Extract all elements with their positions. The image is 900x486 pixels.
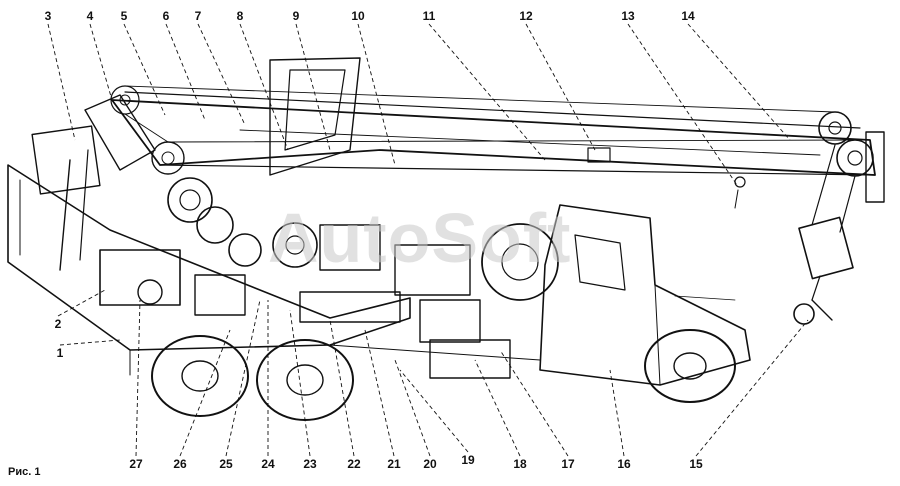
callout-leader-13 [627, 23, 738, 186]
callout-26: 26 [173, 457, 187, 471]
callout-15: 15 [689, 457, 703, 471]
callout-leader-4 [89, 23, 113, 101]
callout-leader-23 [289, 309, 311, 457]
callout-leader-22 [329, 319, 355, 457]
callout-leader-2 [57, 289, 106, 317]
callout-leader-6 [165, 23, 206, 121]
callout-leader-14 [687, 23, 791, 141]
callout-13: 13 [621, 9, 635, 23]
winch-and-machinery [99, 177, 559, 379]
callout-16: 16 [617, 457, 631, 471]
hoist-ropes [124, 85, 856, 143]
callout-22: 22 [347, 457, 361, 471]
callout-leader-21 [364, 329, 395, 457]
callout-9: 9 [293, 9, 300, 23]
callout-leader-17 [499, 349, 569, 457]
callout-19: 19 [461, 453, 475, 467]
boom-head-sheaves [110, 85, 885, 203]
callout-21: 21 [387, 457, 401, 471]
callout-leader-11 [428, 23, 546, 161]
callout-20: 20 [423, 457, 437, 471]
callout-25: 25 [219, 457, 233, 471]
callout-leader-3 [47, 23, 76, 141]
callout-leader-26 [179, 329, 231, 457]
callout-18: 18 [513, 457, 527, 471]
callout-8: 8 [237, 9, 244, 23]
callout-leader-16 [609, 369, 625, 457]
hook-block [793, 144, 856, 325]
callout-leader-9 [295, 23, 331, 151]
callout-leader-15 [695, 319, 809, 457]
callout-23: 23 [303, 457, 317, 471]
callout-27: 27 [129, 457, 143, 471]
callout-1: 1 [57, 346, 64, 360]
callout-7: 7 [195, 9, 202, 23]
callout-leader-5 [123, 23, 166, 116]
callout-leader-1 [59, 339, 121, 346]
callout-24: 24 [261, 457, 275, 471]
callout-leader-18 [474, 359, 521, 457]
callout-2: 2 [55, 317, 62, 331]
callout-3: 3 [45, 9, 52, 23]
callout-leader-8 [239, 23, 289, 151]
wheels [151, 329, 736, 421]
callout-6: 6 [163, 9, 170, 23]
callout-4: 4 [87, 9, 94, 23]
superstructure-frame [31, 57, 361, 271]
callout-leader-25 [225, 299, 261, 457]
callout-leader-7 [197, 23, 246, 126]
callout-14: 14 [681, 9, 695, 23]
callout-11: 11 [423, 9, 436, 23]
callout-leader-20 [394, 359, 431, 457]
figure-caption: Рис. 1 [8, 466, 41, 478]
callout-17: 17 [561, 457, 575, 471]
callout-10: 10 [351, 9, 365, 23]
callout-leader-19 [399, 369, 469, 453]
cab [539, 204, 751, 386]
callout-5: 5 [121, 9, 128, 23]
callout-leader-12 [525, 23, 596, 151]
callout-leader-10 [357, 23, 396, 166]
callout-12: 12 [519, 9, 533, 23]
watermark-logo: AutoSoft [268, 199, 572, 277]
chassis-platform [7, 164, 541, 376]
callout-leader-27 [135, 299, 141, 457]
